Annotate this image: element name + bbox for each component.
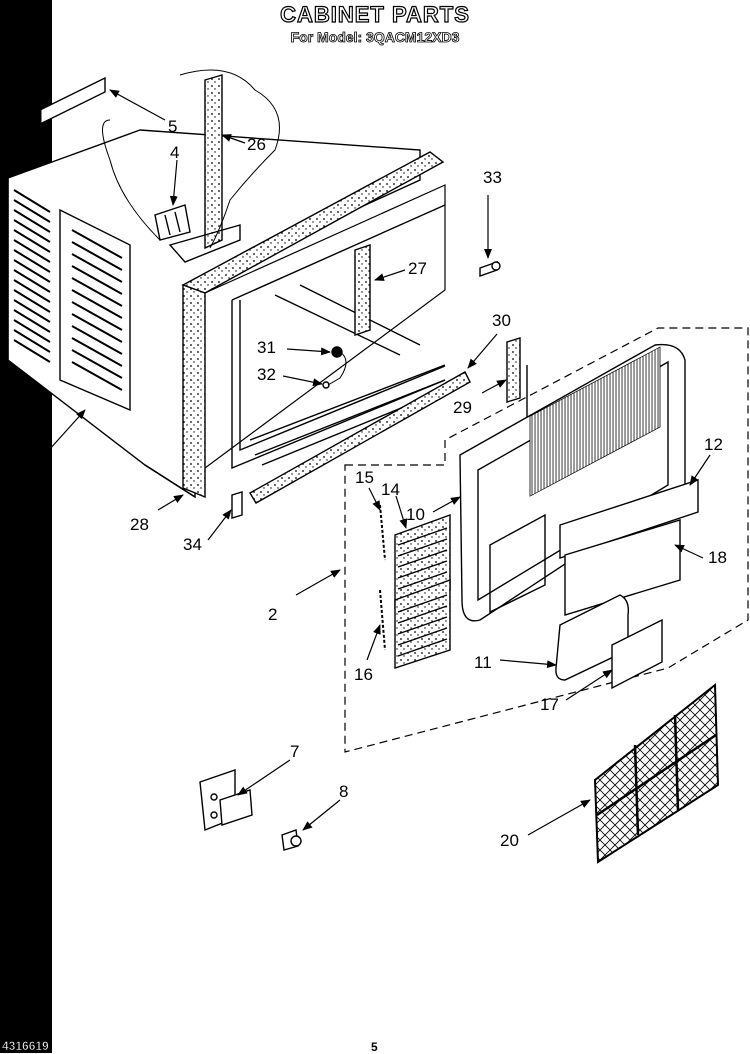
panel-part-18 xyxy=(564,519,681,616)
callout-34: 34 xyxy=(183,535,202,554)
callout-32: 32 xyxy=(257,365,276,384)
divider-foam-part-27 xyxy=(354,244,371,336)
callout-7: 7 xyxy=(290,742,299,761)
callout-27: 27 xyxy=(408,259,427,278)
callout-11: 11 xyxy=(474,653,492,672)
louver-lower-part-16 xyxy=(394,579,451,669)
clip-part-4 xyxy=(102,119,191,241)
strip-part-12 xyxy=(559,479,699,559)
gasket-part-30 xyxy=(249,371,471,504)
strip-part-5 xyxy=(39,76,106,126)
callout-30: 30 xyxy=(492,311,511,330)
page-title: CABINET PARTS xyxy=(279,1,470,27)
louver-rod-part-15 xyxy=(379,504,386,561)
callout-10: 10 xyxy=(406,505,425,524)
callout-12: 12 xyxy=(704,435,723,454)
callout-26: 26 xyxy=(247,135,266,154)
page-number: 5 xyxy=(371,1040,378,1054)
callout-15: 15 xyxy=(355,468,374,487)
callout-20: 20 xyxy=(500,831,519,850)
bracket-part-7 xyxy=(199,769,253,831)
cabinet-front-frame xyxy=(181,151,446,499)
callout-18: 18 xyxy=(708,548,727,567)
screw-part-8 xyxy=(281,829,302,851)
callout-31: 31 xyxy=(257,338,276,357)
bracket-part-26 xyxy=(168,69,280,263)
callout-29: 29 xyxy=(453,398,472,417)
grille-part-20 xyxy=(593,682,720,864)
callout-2: 2 xyxy=(268,605,277,624)
front-panel-assembly-boundary xyxy=(344,327,749,753)
callout-17: 17 xyxy=(540,695,559,714)
foam-part-29 xyxy=(506,337,521,403)
callout-1: 1 xyxy=(28,456,37,475)
screw-part-33 xyxy=(479,261,501,277)
nut-part-31 xyxy=(331,346,343,358)
callout-33: 33 xyxy=(483,168,502,187)
callout-5: 5 xyxy=(168,117,177,136)
callout-28: 28 xyxy=(130,515,149,534)
model-subtitle: For Model: 3QACM12XD3 xyxy=(290,29,460,46)
front-panel-part-10 xyxy=(459,343,686,622)
callout-16: 16 xyxy=(354,665,373,684)
callout-4: 4 xyxy=(170,143,179,162)
callout-14: 14 xyxy=(381,480,400,499)
document-code: 4316619 xyxy=(2,1039,49,1054)
clip-part-32 xyxy=(322,381,330,389)
block-part-34 xyxy=(231,491,243,519)
callout-8: 8 xyxy=(339,782,348,801)
